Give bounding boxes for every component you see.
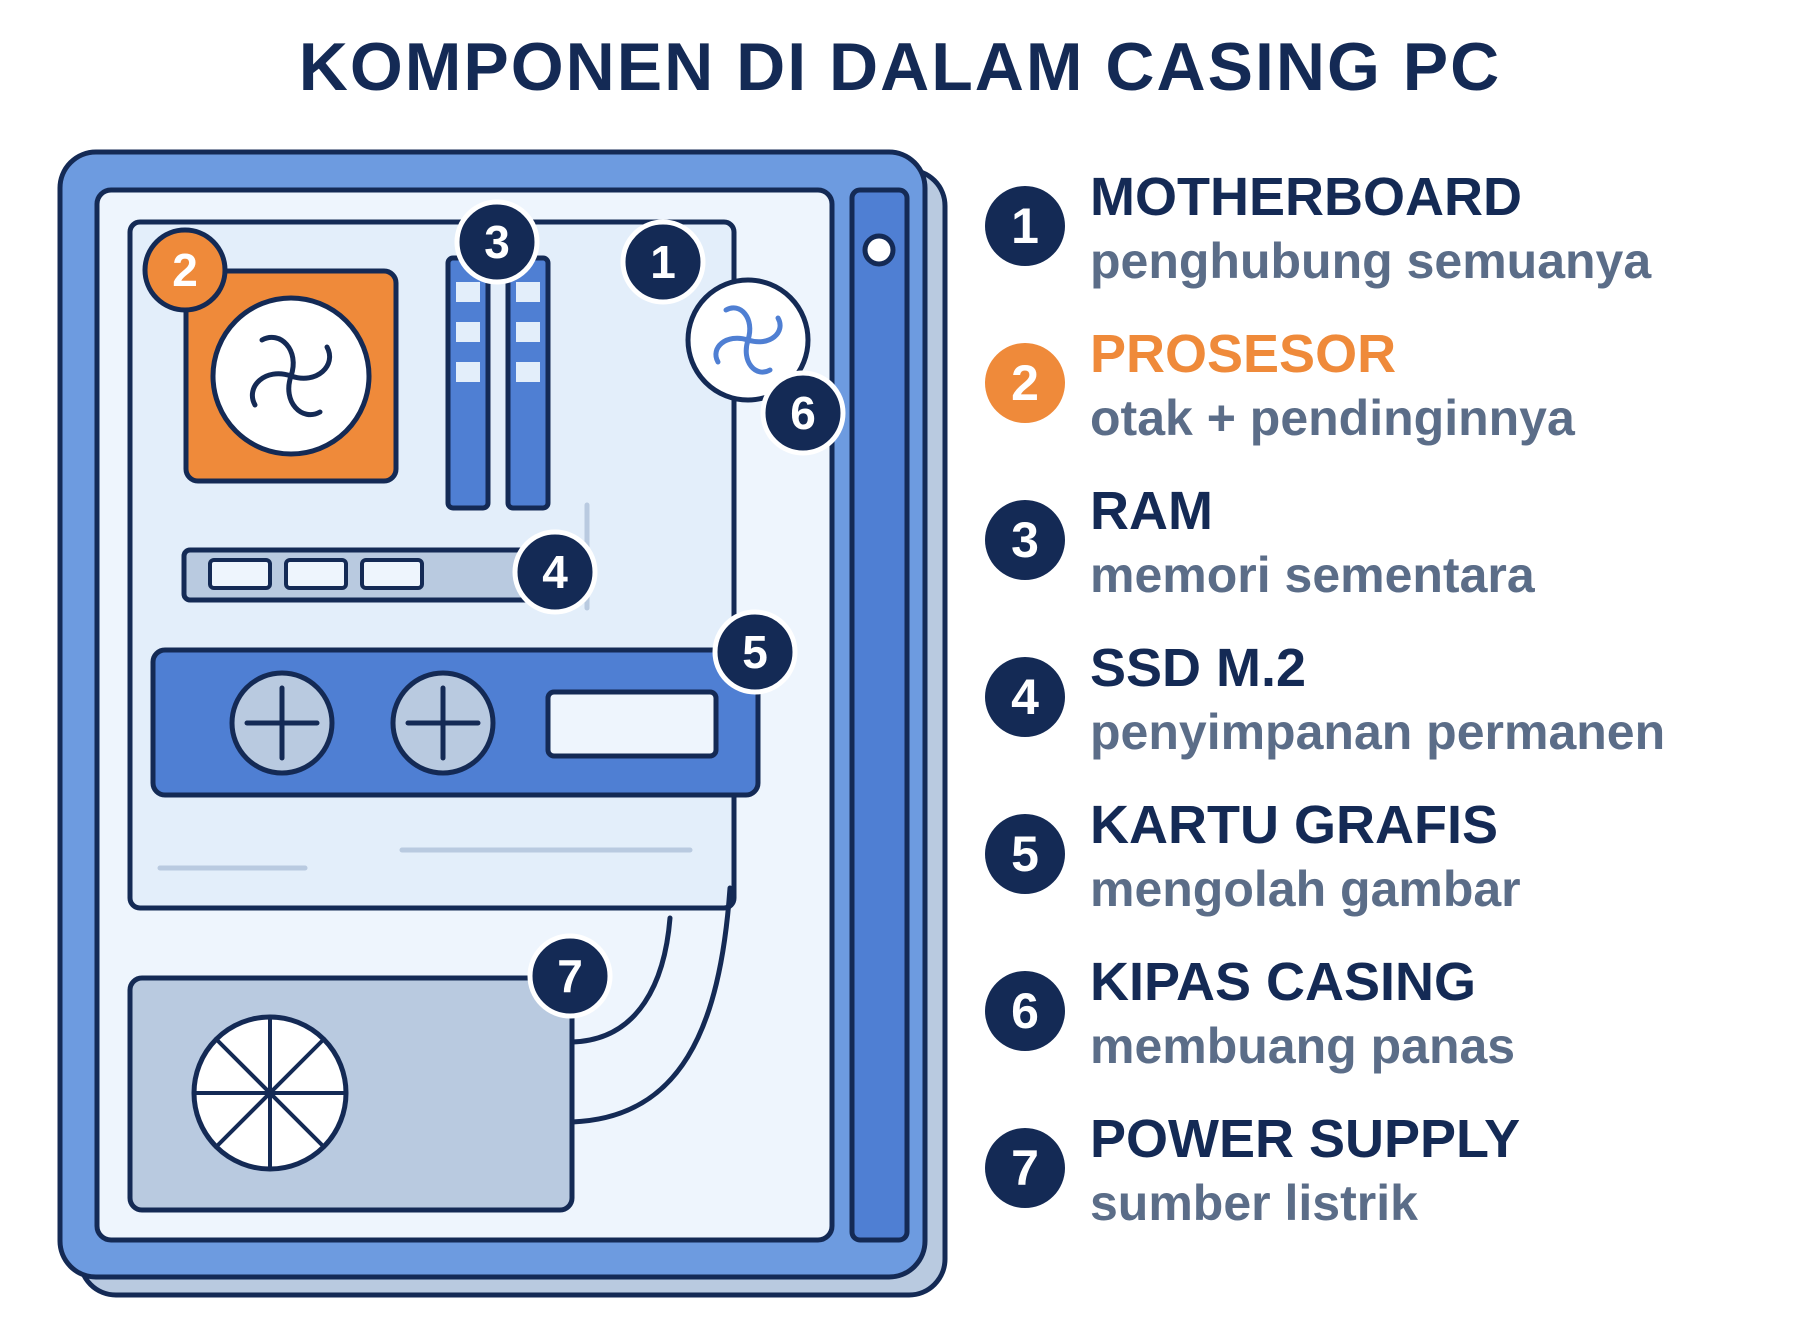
svg-text:3: 3 [484,216,510,268]
legend-number: 5 [985,814,1065,894]
power-button [862,233,896,267]
legend-item-kipas-casing: 6 KIPAS CASING membuang panas [985,952,1785,1107]
legend-title: KIPAS CASING [1090,952,1477,1012]
page-title: KOMPONEN DI DALAM CASING PC [298,29,1502,105]
legend-item-kartu-grafis: 5 KARTU GRAFIS mengolah gambar [985,795,1785,950]
badge-4: 4 [512,529,598,615]
legend-desc: penghubung semuanya [1090,233,1652,289]
svg-text:6: 6 [790,387,816,439]
badge-3: 3 [454,199,540,285]
gpu-fan-plus-icon [405,685,481,761]
badge-5: 5 [712,609,798,695]
legend-desc: penyimpanan permanen [1090,704,1666,760]
ram-chips [456,282,540,382]
badge-6: 6 [760,370,846,456]
legend-item-ram: 3 RAM memori sementara [985,481,1785,636]
ssd-chip [360,558,424,590]
svg-text:1: 1 [650,236,676,288]
legend-item-power-supply: 7 POWER SUPPLY sumber listrik [985,1109,1785,1264]
legend-number: 6 [985,971,1065,1051]
legend-number: 7 [985,1128,1065,1208]
ssd-chip [208,558,272,590]
svg-text:7: 7 [557,950,583,1002]
psu-fan-grill-icon [192,1015,348,1171]
ssd-chip [284,558,348,590]
legend-item-prosesor: 2 PROSESOR otak + pendinginnya [985,324,1785,479]
legend-number: 2 [985,343,1065,423]
legend-number: 1 [985,186,1065,266]
legend-title: KARTU GRAFIS [1090,795,1498,855]
cpu-fan-blades-icon [250,335,332,417]
legend-title: MOTHERBOARD [1090,167,1522,227]
legend-title: SSD M.2 [1090,638,1307,698]
legend-desc: sumber listrik [1090,1175,1418,1231]
svg-text:4: 4 [542,546,568,598]
legend-number: 4 [985,657,1065,737]
case-side-strip [849,187,910,1243]
gpu-bracket [545,689,719,759]
svg-text:2: 2 [172,244,198,296]
legend-title: RAM [1090,481,1213,541]
legend-title: PROSESOR [1090,324,1397,384]
legend-number: 3 [985,500,1065,580]
badge-2: 2 [142,227,228,313]
badge-7: 7 [527,933,613,1019]
svg-text:5: 5 [742,626,768,678]
legend-desc: membuang panas [1090,1018,1516,1074]
power-cable [569,885,733,1125]
power-cable [569,915,673,1045]
legend-desc: memori sementara [1090,547,1535,603]
gpu-fan-plus-icon [244,685,320,761]
legend-title: POWER SUPPLY [1090,1109,1521,1169]
legend-desc: mengolah gambar [1090,861,1521,917]
case-fan-blades-icon [713,305,783,375]
legend-item-motherboard: 1 MOTHERBOARD penghubung semuanya [985,167,1785,322]
badge-1: 1 [620,219,706,305]
legend-item-ssd: 4 SSD M.2 penyimpanan permanen [985,638,1785,793]
legend-desc: otak + pendinginnya [1090,390,1575,446]
